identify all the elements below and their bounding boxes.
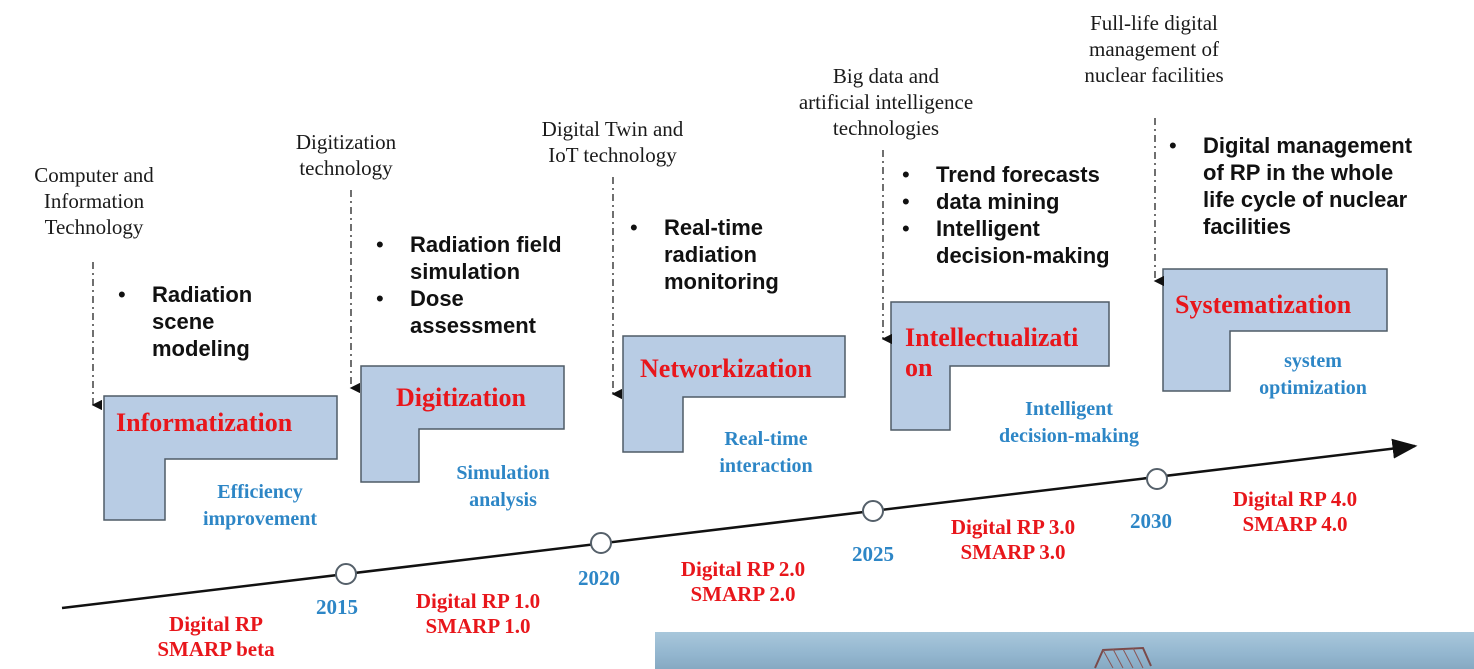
bullet-item: Radiation scene modeling (114, 281, 314, 362)
bullet-item: Dose assessment (372, 285, 622, 339)
year-label-2025: 2025 (852, 542, 894, 566)
stage-box-digitization (360, 365, 565, 483)
version-label-4: Digital RP 3.0 SMARP 3.0 (950, 515, 1076, 564)
stage-caption-3: Real-time interaction (719, 428, 813, 477)
stage-caption-4: Intelligent decision-making (998, 398, 1140, 447)
bullet-item: Real-time radiation monitoring (626, 214, 836, 295)
year-marker-2015 (335, 563, 357, 585)
technology-label-4: Big data and artificial intelligence tec… (798, 64, 974, 140)
year-marker-2020 (590, 532, 612, 554)
year-label-2030: 2030 (1130, 509, 1172, 533)
bullet-list-4: Trend forecasts data mining Intelligent … (898, 161, 1158, 269)
stage-box-informatization (103, 395, 338, 521)
stage-name-systematization: Systematization (1175, 290, 1352, 319)
year-label-2020: 2020 (578, 566, 620, 590)
stage-box-intellectualization (890, 301, 1110, 431)
crane-structure-image (1094, 646, 1152, 669)
bullet-list-1: Radiation scene modeling (114, 281, 314, 362)
bullet-item: Radiation field simulation (372, 231, 622, 285)
stage-name-intellectualization: Intellectualizati on (905, 323, 1079, 382)
version-label-5: Digital RP 4.0 SMARP 4.0 (1232, 487, 1358, 536)
technology-label-2: Digitization technology (295, 130, 397, 180)
stage-name-digitization: Digitization (396, 383, 526, 412)
bullet-item: Trend forecasts (898, 161, 1158, 188)
stage-caption-2: Simulation analysis (456, 462, 550, 511)
facility-photo (655, 632, 1474, 669)
year-marker-2030 (1146, 468, 1168, 490)
technology-label-3: Digital Twin and IoT technology (541, 117, 684, 167)
bullet-item: data mining (898, 188, 1158, 215)
version-label-1: Digital RP SMARP beta (157, 612, 275, 661)
technology-label-1: Computer and Information Technology (34, 163, 154, 239)
year-marker-2025 (862, 500, 884, 522)
stage-name-networkization: Networkization (640, 354, 812, 383)
bullet-list-3: Real-time radiation monitoring (626, 214, 836, 295)
stage-box-networkization (622, 335, 846, 453)
version-label-3: Digital RP 2.0 SMARP 2.0 (680, 557, 806, 606)
bullet-list-2: Radiation field simulation Dose assessme… (372, 231, 622, 339)
stage-caption-5: system optimization (1259, 350, 1367, 399)
bullet-item: Digital management of RP in the whole li… (1165, 132, 1465, 240)
timeline-axis (61, 438, 1418, 610)
bullet-item: Intelligent decision-making (898, 215, 1158, 269)
version-label-2: Digital RP 1.0 SMARP 1.0 (415, 589, 541, 638)
bullet-list-5: Digital management of RP in the whole li… (1165, 132, 1465, 240)
stage-name-informatization: Informatization (116, 408, 293, 437)
stage-box-systematization (1162, 268, 1388, 392)
technology-label-5: Full-life digital management of nuclear … (1084, 11, 1224, 87)
year-label-2015: 2015 (316, 595, 358, 619)
stage-caption-1: Efficiency improvement (202, 481, 318, 530)
